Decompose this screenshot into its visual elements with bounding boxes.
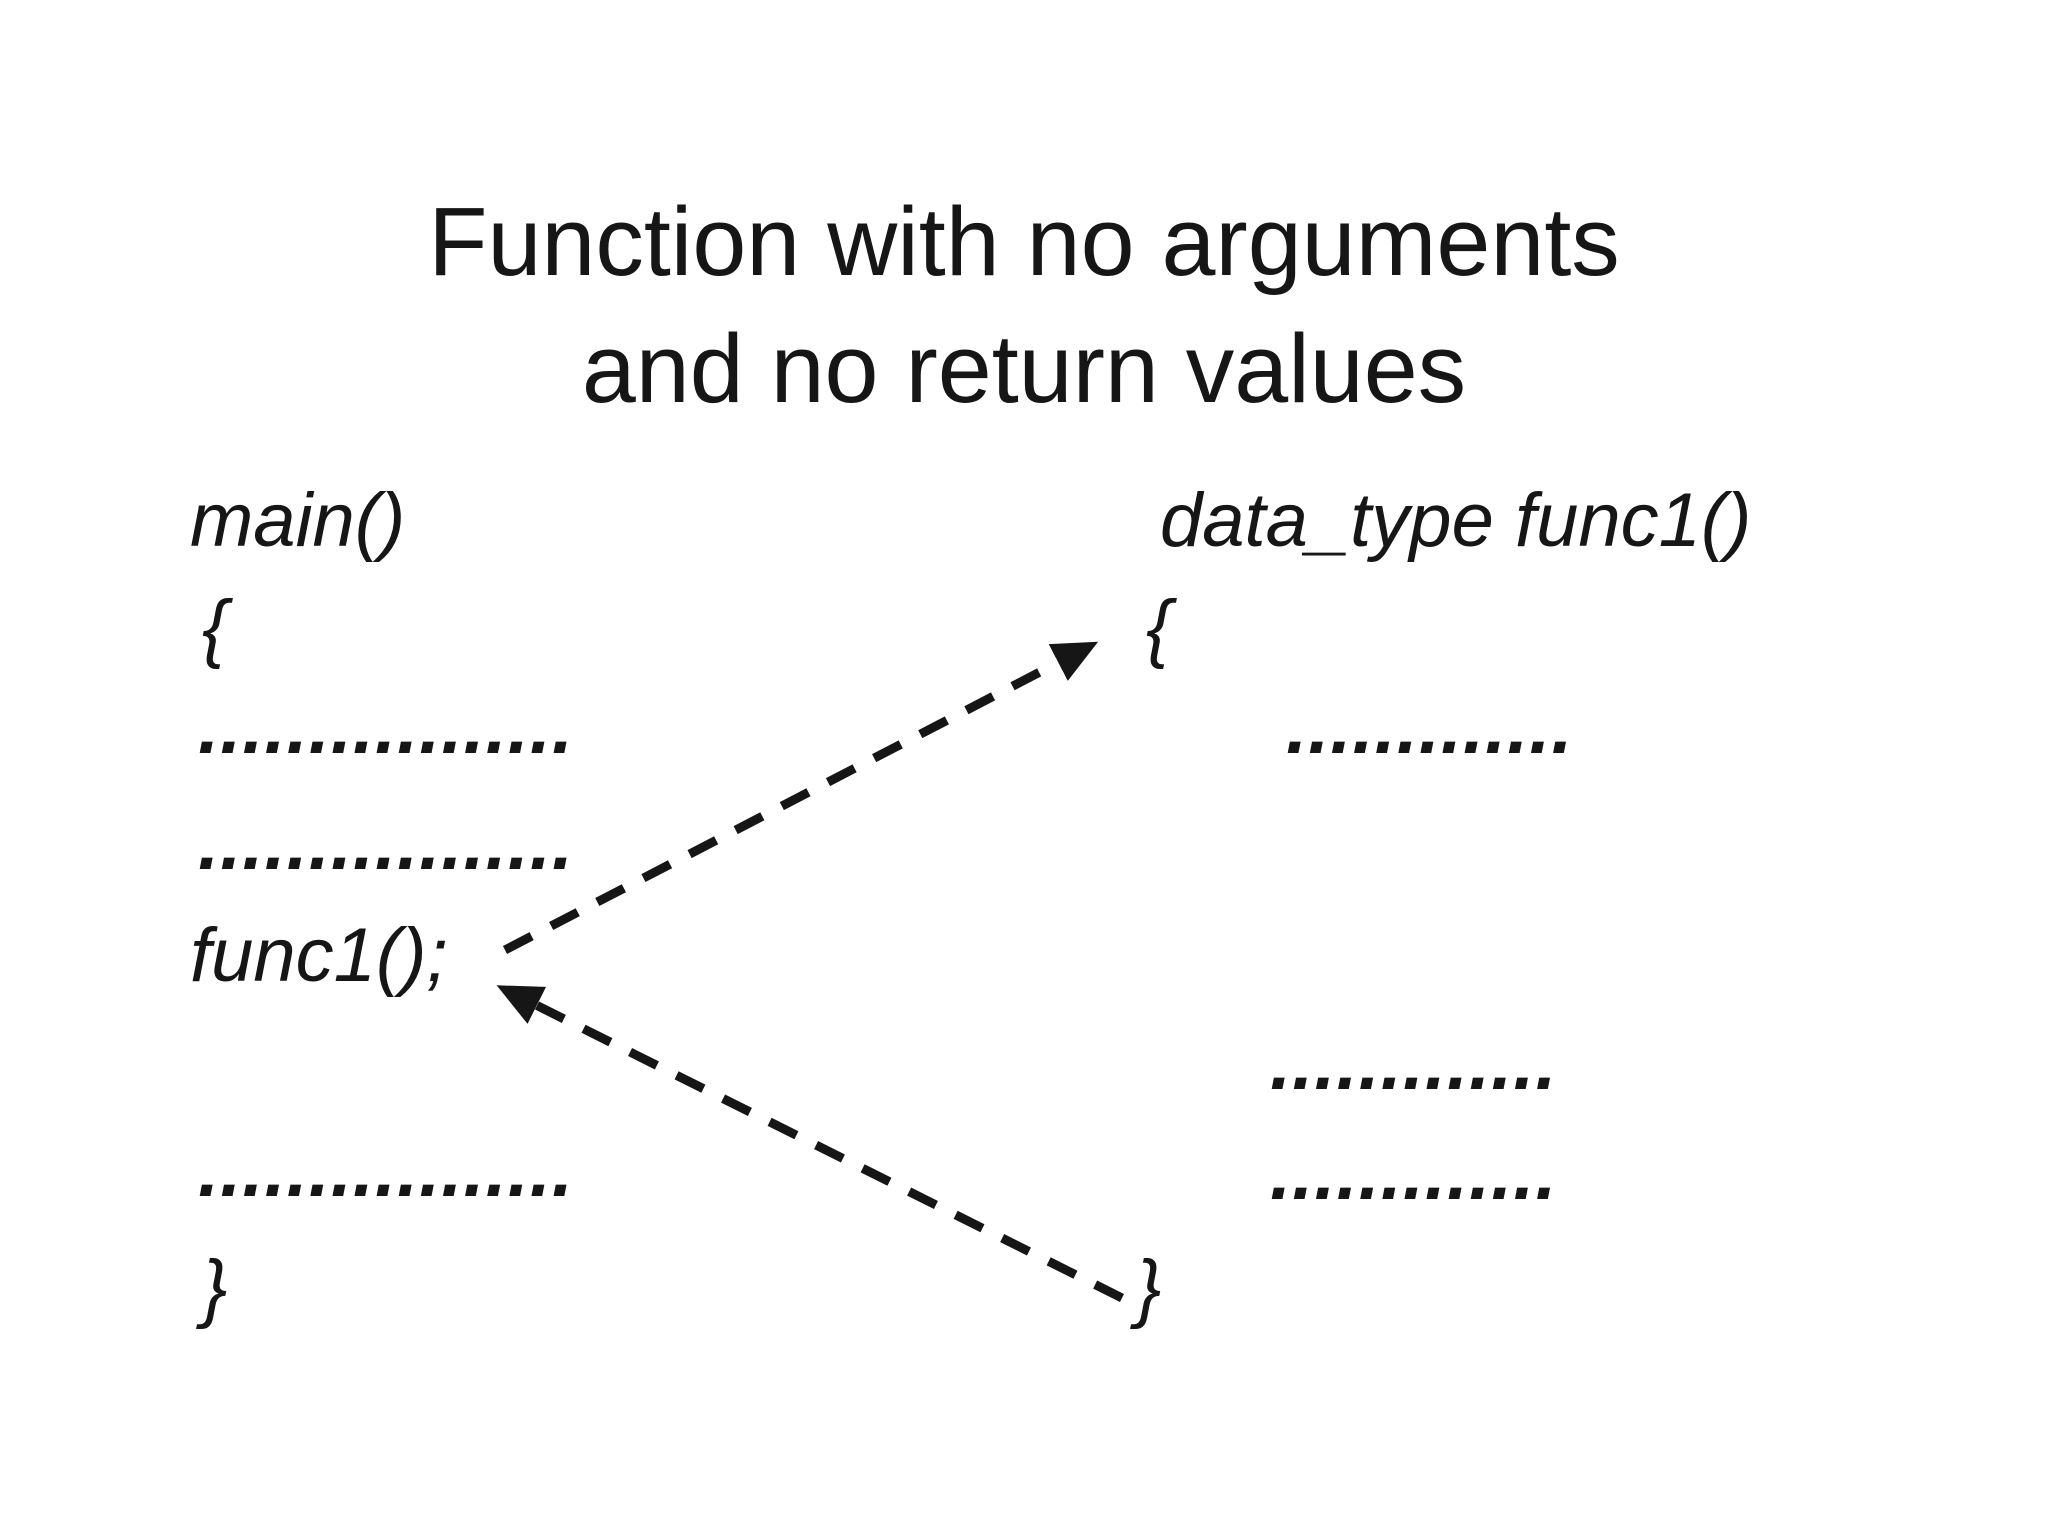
main-dots-line-2: .................	[198, 801, 574, 886]
func1-dots-line-3: .............	[1270, 1131, 1558, 1216]
main-dots-line-3: .................	[198, 1128, 574, 1213]
return-arrow	[496, 985, 1125, 1303]
call-arrow	[502, 641, 1099, 954]
func1-dots-line-1: .............	[1286, 685, 1574, 770]
slide-title: Function with no arguments and no return…	[0, 178, 2048, 432]
main-function-header: main()	[190, 478, 406, 563]
func1-dots-line-2: .............	[1270, 1021, 1558, 1106]
func1-close-brace: }	[1136, 1245, 1162, 1330]
main-open-brace: {	[202, 585, 228, 670]
slide-title-line2: and no return values	[581, 314, 1467, 424]
func1-call-statement: func1();	[190, 913, 448, 998]
main-dots-line-1: .................	[198, 685, 574, 770]
main-close-brace: }	[202, 1245, 228, 1330]
slide-title-line1: Function with no arguments	[428, 187, 1620, 296]
func1-open-brace: {	[1146, 585, 1172, 670]
func1-definition-header: data_type func1()	[1160, 478, 1752, 563]
